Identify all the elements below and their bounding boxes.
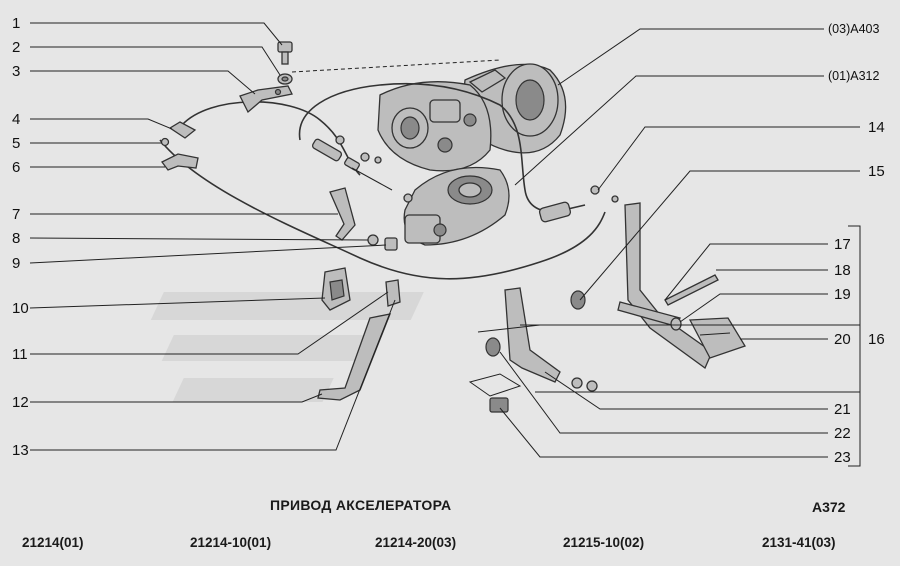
label-16: 16 bbox=[868, 331, 885, 348]
clamp-4 bbox=[168, 121, 197, 139]
label-21: 21 bbox=[834, 401, 851, 418]
label-14: 14 bbox=[868, 119, 885, 136]
label-22: 22 bbox=[834, 425, 851, 442]
washer-19 bbox=[670, 317, 682, 331]
cable-ties bbox=[335, 135, 413, 203]
screw-5 bbox=[160, 137, 170, 147]
model-label-4: 21215-10(02) bbox=[563, 535, 645, 550]
model-label-1: 21214(01) bbox=[22, 535, 84, 550]
bracket-10 bbox=[321, 267, 351, 311]
washer-8 bbox=[367, 234, 379, 246]
nut-9 bbox=[384, 237, 398, 251]
ref-a403: (03)A403 bbox=[828, 22, 879, 36]
label-8: 8 bbox=[12, 230, 20, 247]
label-12: 12 bbox=[12, 394, 29, 411]
dashed-link bbox=[291, 59, 501, 73]
washers-pedal bbox=[571, 377, 598, 392]
bushing-upper bbox=[570, 290, 586, 310]
clip-11 bbox=[385, 279, 401, 307]
cable-end-fittings bbox=[311, 138, 619, 223]
label-9: 9 bbox=[12, 255, 20, 272]
pin-18 bbox=[664, 274, 719, 306]
watermark-logo bbox=[150, 292, 424, 402]
label-23: 23 bbox=[834, 449, 851, 466]
bolt-1 bbox=[277, 41, 293, 65]
label-6: 6 bbox=[12, 159, 20, 176]
air-filter-housing bbox=[461, 63, 567, 154]
labels-left: 1 2 3 4 5 6 7 8 9 10 11 12 13 bbox=[12, 15, 29, 459]
label-19: 19 bbox=[834, 286, 851, 303]
label-13: 13 bbox=[12, 442, 29, 459]
bushing-22 bbox=[485, 337, 501, 357]
label-3: 3 bbox=[12, 63, 20, 80]
label-7: 7 bbox=[12, 206, 20, 223]
throttle-body bbox=[403, 166, 510, 246]
model-label-2: 21214-10(01) bbox=[190, 535, 272, 550]
label-1: 1 bbox=[12, 15, 20, 32]
ref-a312: (01)A312 bbox=[828, 69, 879, 83]
washer-2 bbox=[277, 73, 293, 85]
diagram-code: A372 bbox=[812, 499, 846, 515]
label-20: 20 bbox=[834, 331, 851, 348]
label-18: 18 bbox=[834, 262, 851, 279]
label-17: 17 bbox=[834, 236, 851, 253]
bracket-3 bbox=[239, 85, 293, 114]
label-15: 15 bbox=[868, 163, 885, 180]
label-10: 10 bbox=[12, 300, 29, 317]
accelerator-cable bbox=[159, 82, 606, 280]
pedal-bracket-21 bbox=[504, 287, 561, 383]
diagram-title: ПРИВОД АКСЕЛЕРАТОРА bbox=[270, 497, 452, 513]
clamp-6 bbox=[161, 153, 199, 171]
leader-lines bbox=[29, 22, 861, 467]
model-label-3: 21214-20(03) bbox=[375, 535, 457, 550]
labels-right: (03)A403 (01)A312 14 15 17 18 19 20 16 2… bbox=[828, 22, 885, 466]
model-label-5: 2131-41(03) bbox=[762, 535, 836, 550]
carburetor-body bbox=[377, 81, 492, 172]
label-5: 5 bbox=[12, 135, 20, 152]
label-2: 2 bbox=[12, 39, 20, 56]
pedal-pad-20 bbox=[688, 317, 746, 359]
spring-23 bbox=[468, 373, 522, 413]
label-4: 4 bbox=[12, 111, 20, 128]
label-11: 11 bbox=[12, 346, 28, 363]
